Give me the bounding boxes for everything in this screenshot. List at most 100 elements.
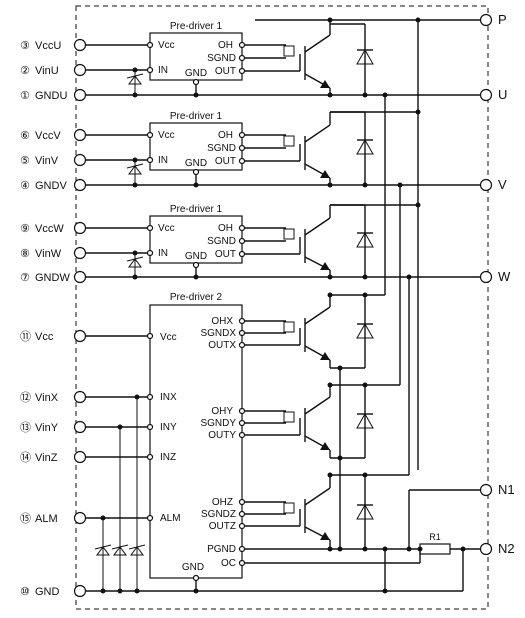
predriver-title: Pre-driver 1 (170, 111, 223, 122)
pin-label: GNDW (35, 272, 70, 284)
module-boundary (75, 5, 489, 610)
pin-gnd: GND (182, 562, 204, 573)
terminal-vccw (73, 221, 87, 235)
predriver-title: Pre-driver 1 (170, 204, 223, 215)
terminal-p (479, 13, 493, 27)
pin-label: ALM (35, 513, 58, 525)
pin-sgnd: SGND (207, 236, 236, 247)
pin-vcc: Vcc (158, 130, 175, 141)
pin-sgndx: SGNDX (200, 328, 236, 339)
pin-pgnd: PGND (207, 544, 236, 555)
pin-oh: OH (218, 130, 233, 141)
pin-in: IN (158, 155, 168, 166)
pin-number: ⑧ (20, 247, 30, 260)
pin-gnd: GND (185, 68, 207, 79)
pin-number: ⑪ (20, 330, 31, 343)
pin-outz: OUTZ (209, 521, 236, 532)
output-n1: N1 (498, 482, 515, 497)
pin-gnd: GND (185, 158, 207, 169)
phase-w: ⑨ VccW ⑧ VinW ⑦ GNDW Pre-driver 1 Vcc IN… (20, 202, 480, 284)
pin-label: VinY (35, 422, 59, 434)
pin-number: ⑫ (20, 391, 31, 404)
terminal-viny (73, 420, 87, 434)
pin-sgndz: SGNDZ (201, 509, 236, 520)
pin-label: VinV (35, 155, 59, 167)
low-side-y (245, 382, 374, 459)
terminal-vinv (73, 153, 87, 167)
terminal-vccu (73, 38, 87, 52)
pin-number: ⑭ (20, 451, 31, 464)
pin-sgnd: SGND (207, 143, 236, 154)
terminal-vccv (73, 128, 87, 142)
pin-number: ⑦ (20, 271, 30, 284)
pin-number: ⑮ (20, 512, 31, 525)
pin-label: VinX (35, 392, 59, 404)
pin-outy: OUTY (208, 430, 236, 441)
pin-oh: OH (218, 223, 233, 234)
pin-number: ① (20, 89, 30, 102)
pin-number: ④ (20, 179, 30, 192)
output-u: U (498, 87, 507, 102)
pin-inz: INZ (160, 452, 176, 463)
terminal-vcc (73, 329, 87, 343)
pin-label: GND (35, 586, 60, 598)
pin-label: VccV (35, 130, 61, 142)
pin-out: OUT (215, 156, 236, 167)
terminal-vinu (73, 63, 87, 77)
pin-alm: ALM (160, 513, 181, 524)
terminal-alm (73, 511, 87, 525)
pin-number: ⑤ (20, 154, 30, 167)
pin-out: OUT (215, 66, 236, 77)
pin-vcc: Vcc (160, 332, 177, 343)
pin-in: IN (158, 65, 168, 76)
pin-label: GNDU (35, 90, 67, 102)
predriver2-title: Pre-driver 2 (170, 292, 223, 303)
pin-number: ⑬ (20, 421, 31, 434)
output-v: V (498, 177, 507, 192)
pin-label: Vcc (35, 331, 54, 343)
pin-ohy: OHY (211, 406, 233, 417)
terminal-w (479, 270, 493, 284)
pin-number: ⑥ (20, 129, 30, 142)
resistor-r1 (419, 543, 451, 555)
terminal-gndv (73, 178, 87, 192)
pin-number: ③ (20, 39, 30, 52)
output-w: W (498, 269, 511, 284)
low-side-z (245, 472, 374, 549)
terminal-gndu (73, 88, 87, 102)
pin-label: VinZ (35, 452, 58, 464)
terminal-u (479, 88, 493, 102)
terminal-vinz (73, 450, 87, 464)
terminal-gnd (73, 584, 87, 598)
terminal-n2 (479, 542, 493, 556)
terminal-gndw (73, 270, 87, 284)
pin-number: ⑨ (20, 222, 30, 235)
output-p: P (498, 12, 507, 27)
pin-sgnd: SGND (207, 53, 236, 64)
pin-label: VinU (35, 65, 59, 77)
pin-oc: OC (221, 558, 236, 569)
predriver1-box (149, 215, 243, 264)
pin-label: GNDV (35, 180, 67, 192)
pin-label: VccU (35, 40, 61, 52)
terminal-vinw (73, 246, 87, 260)
pin-label: VccW (35, 223, 64, 235)
pin-number: ⑩ (20, 585, 30, 598)
pin-oh: OH (218, 40, 233, 51)
phase-v: ⑥ VccV ⑤ VinV ④ GNDV Pre-driver 1 Vcc IN… (20, 109, 480, 192)
pin-out: OUT (215, 249, 236, 260)
low-side-x (245, 292, 374, 369)
resistor-label: R1 (429, 532, 441, 542)
pin-outx: OUTX (208, 340, 236, 351)
pin-iny: INY (160, 422, 177, 433)
predriver-title: Pre-driver 1 (170, 21, 223, 32)
pin-sgndy: SGNDY (200, 418, 236, 429)
pin-in: IN (158, 248, 168, 259)
terminal-n1 (479, 483, 493, 497)
pin-vcc: Vcc (158, 40, 175, 51)
pin-ohx: OHX (211, 316, 233, 327)
pin-ohz: OHZ (212, 497, 233, 508)
pin-inx: INX (160, 392, 177, 403)
pin-gnd: GND (185, 251, 207, 262)
